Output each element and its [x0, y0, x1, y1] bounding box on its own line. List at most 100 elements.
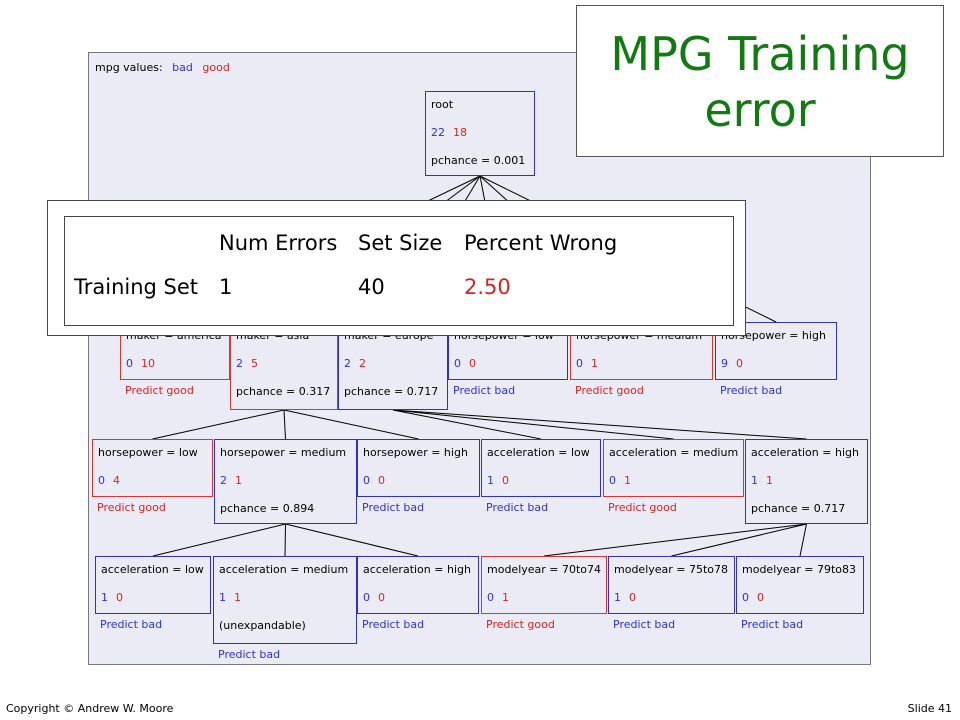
node-bad-count: 1	[219, 591, 226, 604]
slide-title: MPG Training error	[610, 27, 910, 137]
node-bad-count: 0	[363, 474, 370, 487]
tree-edge-acc-high-1-to-my-79to83	[799, 523, 807, 557]
row-training-set-name: Training Set	[74, 275, 199, 299]
tree-edge-maker-europe-to-acc-high-1	[392, 409, 807, 440]
node-good-count: 1	[624, 474, 631, 487]
node-prediction: Predict bad	[453, 384, 516, 397]
footer-slide-number: Slide 41	[907, 702, 952, 715]
tree-edge-maker-asia-to-hp-low-2	[152, 409, 285, 440]
node-bad-count: 0	[576, 357, 583, 370]
node-bad-count: 0	[454, 357, 461, 370]
node-counts: 0 10	[126, 357, 155, 370]
tree-edge-hp-medium-2-to-acc-high-2	[285, 523, 419, 557]
node-good-count: 5	[251, 357, 258, 370]
node-prediction: Predict bad	[741, 618, 804, 631]
tree-edge-acc-high-1-to-my-70to74	[543, 523, 807, 557]
row-training-set-num-errors: 1	[219, 275, 233, 299]
node-prediction: Predict bad	[486, 501, 549, 514]
error-table: Num Errors Set Size Percent Wrong Traini…	[64, 216, 734, 326]
node-label: horsepower = medium	[220, 446, 347, 459]
node-prediction: Predict good	[125, 384, 194, 397]
node-bad-count: 1	[101, 591, 108, 604]
node-good-count: 0	[757, 591, 764, 604]
node-bad-count: 0	[363, 591, 370, 604]
node-label: horsepower = low	[98, 446, 198, 459]
node-bad-count: 2	[220, 474, 227, 487]
slide-title-box: MPG Training error	[576, 5, 944, 157]
node-extra: pchance = 0.717	[344, 385, 439, 398]
node-extra: (unexpandable)	[219, 619, 306, 632]
node-good-count: 4	[113, 474, 120, 487]
node-prediction: Predict good	[608, 501, 677, 514]
node-prediction: Predict bad	[362, 501, 425, 514]
legend-label: mpg values:	[95, 61, 163, 74]
node-prediction: Predict bad	[720, 384, 783, 397]
legend-good: good	[202, 61, 230, 74]
node-bad-count: 1	[751, 474, 758, 487]
node-prediction: Predict bad	[100, 618, 163, 631]
header-num-errors: Num Errors	[219, 231, 338, 255]
node-extra: pchance = 0.894	[220, 502, 315, 515]
node-good-count: 1	[766, 474, 773, 487]
node-prediction: Predict bad	[613, 618, 676, 631]
node-good-count: 0	[378, 474, 385, 487]
node-good-count: 0	[116, 591, 123, 604]
node-good-count: 10	[141, 357, 155, 370]
tree-edge-acc-high-1-to-my-75to78	[671, 523, 807, 557]
node-label: modelyear = 79to83	[742, 563, 857, 576]
node-good-count: 0	[629, 591, 636, 604]
node-label: acceleration = high	[751, 446, 859, 459]
tree-edge-hp-medium-2-to-acc-low-2	[152, 523, 286, 557]
tree-node-maker-asia: maker = asia25pchance = 0.317	[230, 322, 338, 410]
node-label: acceleration = medium	[609, 446, 739, 459]
node-good-count: 1	[234, 591, 241, 604]
node-bad-count: 22	[431, 126, 445, 139]
node-extra: pchance = 0.001	[431, 154, 526, 167]
node-label: horsepower = high	[363, 446, 468, 459]
tree-edge-hp-medium-2-to-acc-medium-2	[284, 523, 286, 557]
row-training-set-size: 40	[358, 275, 385, 299]
node-bad-count: 2	[236, 357, 243, 370]
node-label: acceleration = low	[487, 446, 590, 459]
mpg-legend: mpg values: bad good	[95, 61, 230, 74]
node-label: horsepower = high	[721, 329, 826, 342]
node-bad-count: 0	[609, 474, 616, 487]
node-bad-count: 0	[98, 474, 105, 487]
node-bad-count: 9	[721, 357, 728, 370]
node-bad-count: 2	[344, 357, 351, 370]
node-prediction: Predict bad	[218, 648, 281, 661]
node-good-count: 0	[736, 357, 743, 370]
node-good-count: 1	[591, 357, 598, 370]
node-good-count: 0	[378, 591, 385, 604]
node-good-count: 1	[502, 591, 509, 604]
node-good-count: 1	[235, 474, 242, 487]
node-prediction: Predict good	[486, 618, 555, 631]
legend-bad: bad	[172, 61, 193, 74]
node-bad-count: 0	[742, 591, 749, 604]
node-good-count: 0	[469, 357, 476, 370]
node-bad-count: 0	[126, 357, 133, 370]
